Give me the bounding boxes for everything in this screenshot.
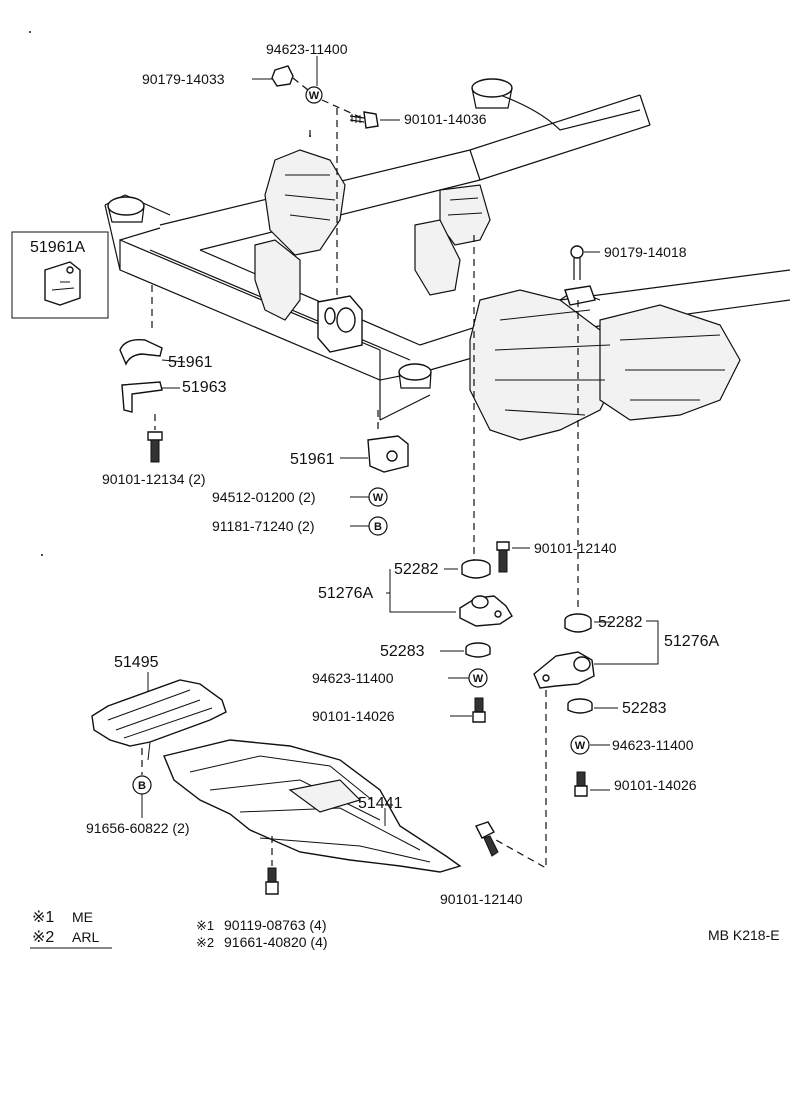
bracket-51963 [121, 381, 163, 413]
bolt-90101-14026-right [574, 771, 588, 797]
label-52282-left: 52282 [394, 561, 439, 578]
label-51495: 51495 [114, 654, 159, 671]
label-91661-40820: 91661-40820 (4) [224, 934, 328, 950]
label-94623-11400-right: 94623-11400 [612, 737, 694, 753]
chassis-frame-drawing [104, 78, 791, 441]
footnote-ref-2: ※2 [196, 935, 214, 950]
bolt-90101-12140-bottom [475, 821, 499, 857]
figure-code: MB K218-E [708, 927, 780, 943]
legend-text-2: ARL [72, 929, 99, 945]
label-90101-12134: 90101-12134 (2) [102, 471, 206, 487]
label-91181-71240: 91181-71240 (2) [212, 518, 314, 534]
label-52283-left: 52283 [380, 643, 425, 660]
label-94623-11400-mid: 94623-11400 [312, 670, 394, 686]
top-fastener-drawings [271, 65, 379, 129]
label-51961A: 51961A [30, 239, 85, 256]
mount-51276A-right [533, 651, 595, 689]
label-90179-14033: 90179-14033 [142, 71, 225, 87]
legend: ※1 ME ※2 ARL [30, 909, 112, 949]
washer-mark-letter: W [575, 740, 586, 752]
label-90101-14036: 90101-14036 [404, 111, 487, 127]
label-51961-left: 51961 [168, 354, 213, 371]
engine-under-cover-51441 [163, 739, 462, 873]
label-91656-60822: 91656-60822 (2) [86, 820, 190, 836]
label-90101-12140-bottom: 90101-12140 [440, 891, 523, 907]
label-90179-14018: 90179-14018 [604, 244, 687, 260]
bracket-51961A-box [11, 231, 109, 319]
label-90101-12140-top: 90101-12140 [534, 540, 617, 556]
bracket-51961-center [367, 435, 409, 473]
bolt-90101-12140-top [496, 541, 510, 573]
bracket-51961-left [119, 339, 163, 366]
label-51276A-left: 51276A [318, 585, 373, 602]
label-51961-center: 51961 [290, 451, 335, 468]
label-51441: 51441 [358, 795, 403, 812]
label-90119-08763: 90119-08763 (4) [224, 917, 326, 933]
label-51276A-right: 51276A [664, 633, 719, 650]
cushion-52283-right [567, 698, 593, 714]
legend-text-1: ME [72, 909, 93, 925]
washer-mark-icon [570, 735, 590, 755]
bolt-90101-12134 [147, 414, 163, 463]
legend-mark-2: ※2 [32, 929, 54, 946]
b-mark-letter: B [374, 521, 382, 533]
cushion-52283-left [465, 642, 491, 658]
cushion-52282-right [564, 613, 592, 633]
footnote-ref-1: ※1 [196, 918, 214, 933]
b-mark-letter: B [138, 780, 146, 792]
washer-mark-icon [305, 86, 323, 104]
bolt-90101-14026-left [472, 697, 486, 723]
washer-mark-letter: W [309, 90, 320, 102]
label-90101-14026-right: 90101-14026 [614, 777, 697, 793]
bolt-90119-08763 [265, 867, 279, 895]
washer-mark-letter: W [373, 492, 384, 504]
label-51963: 51963 [182, 379, 227, 396]
label-94512-01200: 94512-01200 (2) [212, 489, 316, 505]
mount-51276A-left [459, 595, 513, 627]
washer-mark-letter: W [473, 673, 484, 685]
label-90101-14026-left: 90101-14026 [312, 708, 395, 724]
legend-mark-1: ※1 [32, 909, 54, 926]
label-52283-right: 52283 [622, 700, 667, 717]
label-94623-11400-top: 94623-11400 [266, 41, 348, 57]
label-52282-right: 52282 [598, 614, 643, 631]
under-cover-51495 [91, 679, 227, 761]
cushion-52282-left [461, 559, 491, 579]
